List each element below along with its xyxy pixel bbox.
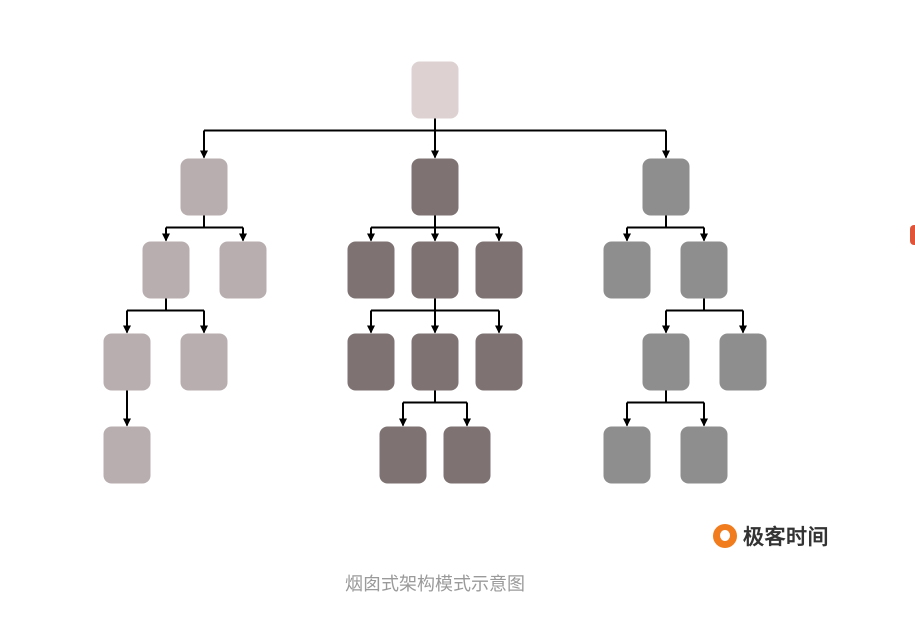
node-left-1-1-1 [103,426,151,484]
node-right-1 [603,241,651,299]
node-right [642,158,690,216]
node-middle-2 [411,241,459,299]
node-left-1 [142,241,190,299]
node-middle-2-2 [411,333,459,391]
node-left-2 [219,241,267,299]
node-left [180,158,228,216]
node-right-2-2 [719,333,767,391]
node-right-2-1-2 [680,426,728,484]
node-middle-2-3 [475,333,523,391]
node-left-1-1 [103,333,151,391]
node-middle-2-2-1 [379,426,427,484]
node-middle [411,158,459,216]
node-middle-2-2-2 [443,426,491,484]
node-right-2-1 [642,333,690,391]
geektime-logo-icon [713,524,737,548]
side-edge-mark [910,225,915,245]
node-right-2 [680,241,728,299]
node-right-2-1-1 [603,426,651,484]
node-middle-2-1 [347,333,395,391]
node-middle-1 [347,241,395,299]
diagram-caption: 烟囱式架构模式示意图 [345,574,525,595]
node-root [411,61,459,119]
node-middle-3 [475,241,523,299]
logo-text: 极客时间 [743,525,829,549]
brand-logo: 极客时间 [713,521,829,551]
diagram-nodes [103,61,767,484]
connector-lines [123,118,747,427]
node-left-1-2 [180,333,228,391]
